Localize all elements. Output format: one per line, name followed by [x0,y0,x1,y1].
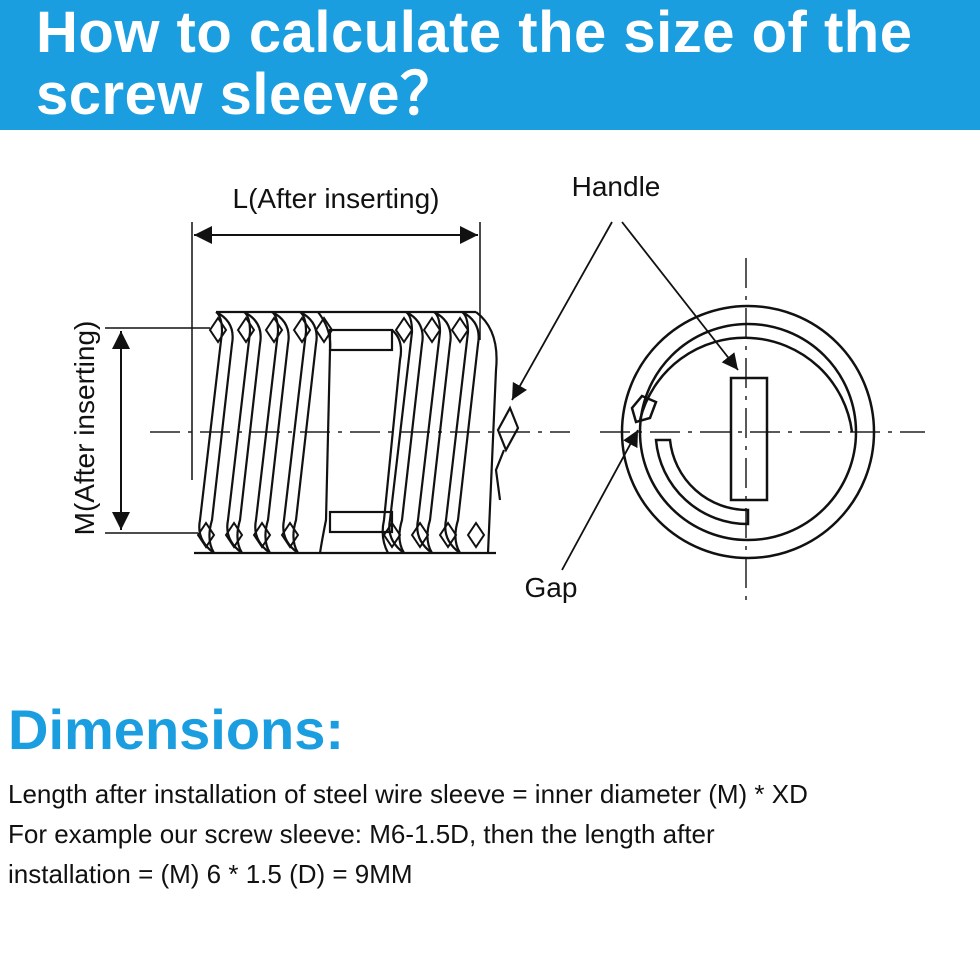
coil-end-view [620,304,876,560]
dimensions-heading: Dimensions: [8,698,345,761]
description-line-2: For example our screw sleeve: M6-1.5D, t… [8,819,715,849]
length-label: L(After inserting) [233,183,440,214]
description-line-1: Length after installation of steel wire … [8,779,808,809]
coil-side-view [194,310,520,555]
leader-lines [511,221,739,571]
coil-turns-right [381,311,498,554]
handle-tang-side [494,405,520,501]
diameter-label: M(After inserting) [69,321,100,536]
thread-cross-sections [196,316,486,549]
title-banner: How to calculate the size of the screw s… [0,0,980,130]
handle-label: Handle [572,171,661,202]
page-title: How to calculate the size of the screw s… [36,2,966,126]
title-line-1: How to calculate the size of the [36,0,913,65]
gap-label: Gap [525,572,578,603]
screw-sleeve-diagram: L(After inserting) M(After inserting) [0,130,980,670]
title-line-2: screw sleeve？ [36,62,459,127]
description-line-3: installation = (M) 6 * 1.5 (D) = 9MM [8,859,413,889]
diagram-svg: L(After inserting) M(After inserting) [69,171,925,608]
dimensions-description: Length after installation of steel wire … [8,774,968,894]
